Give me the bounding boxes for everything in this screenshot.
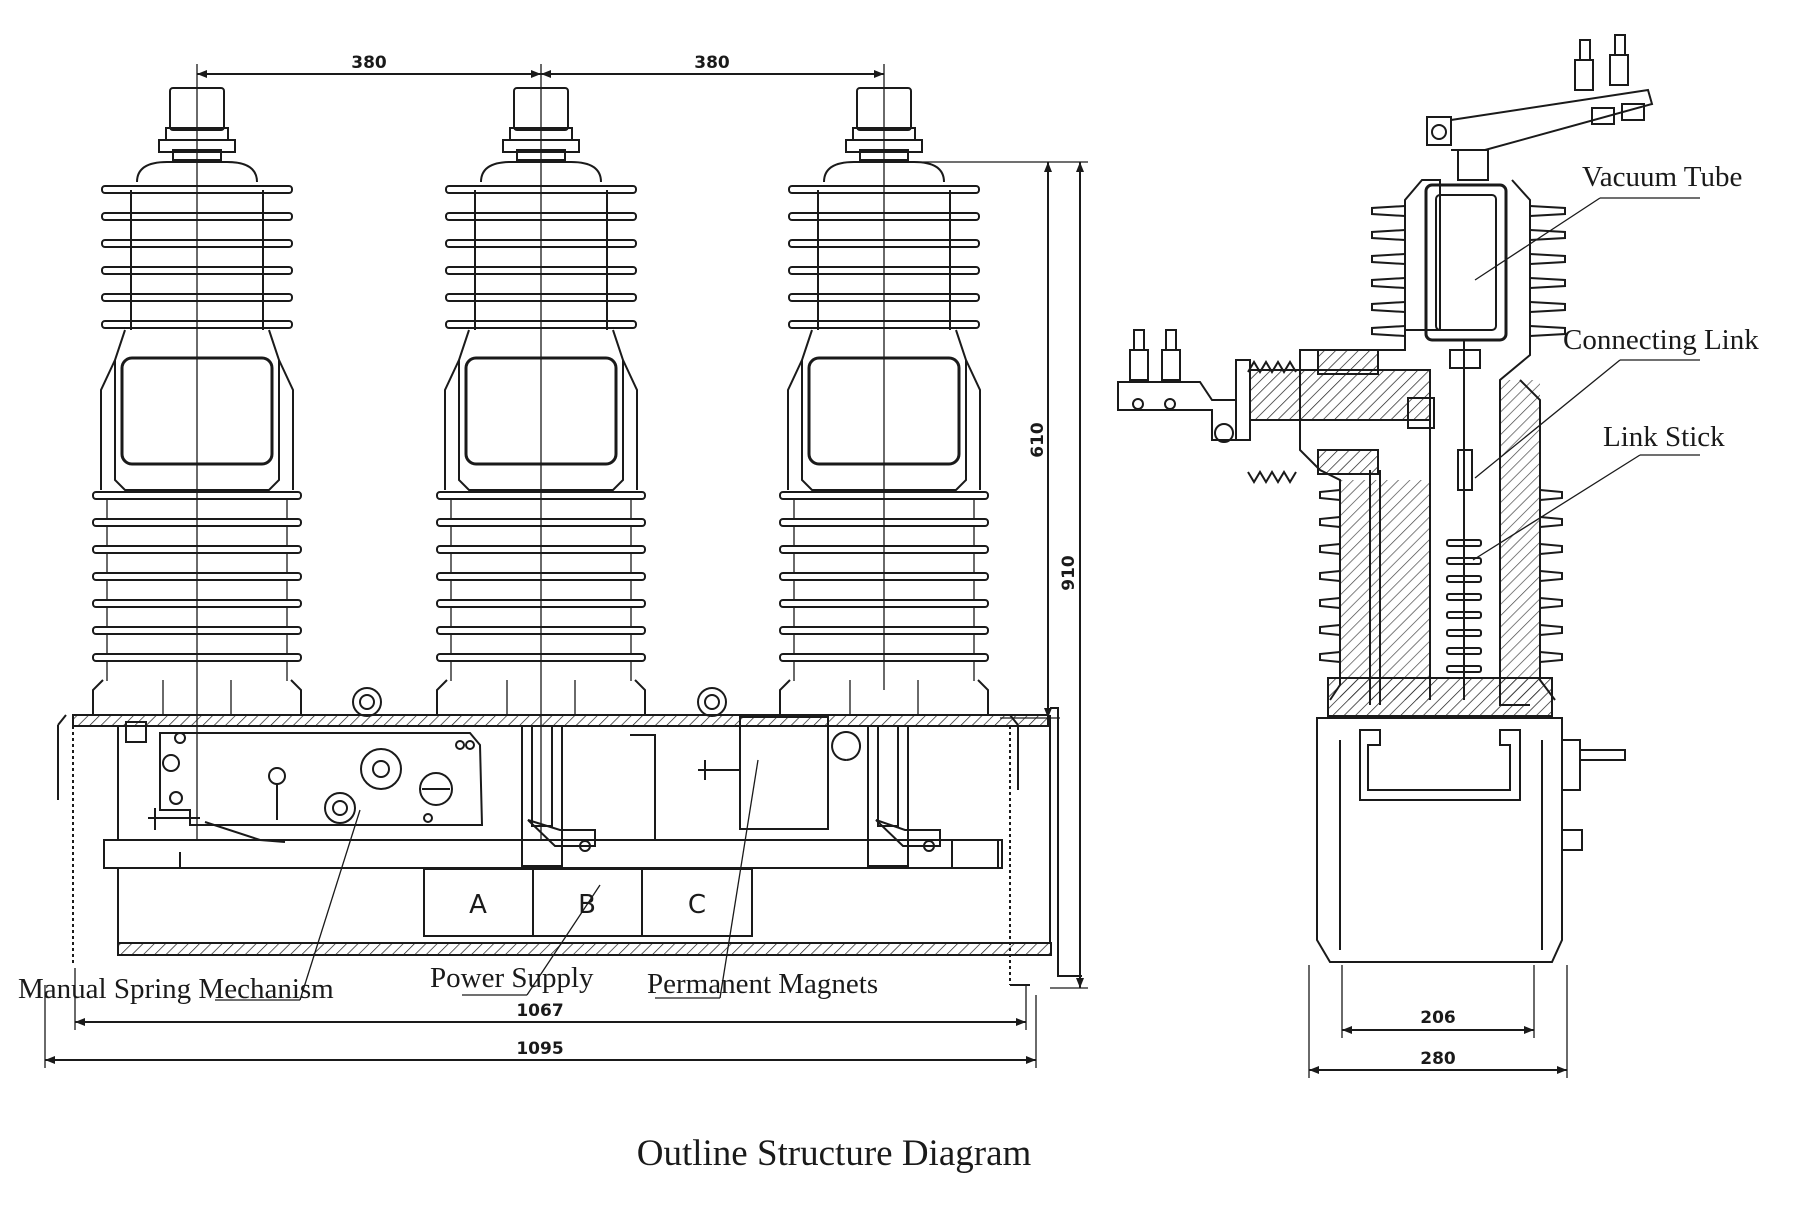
dim-pitch-left: 380 [351, 53, 387, 73]
shed-left [1371, 277, 1406, 289]
pole-links [521, 716, 1000, 867]
callout-link-stick: Link Stick [1603, 421, 1725, 453]
dim-side-outer: 280 [1420, 1049, 1456, 1069]
shed-left [1319, 543, 1341, 555]
shed-right [1529, 325, 1566, 337]
shed-left [1319, 624, 1341, 636]
shed-right [1539, 489, 1563, 501]
link-stick-ring [1446, 629, 1482, 637]
dim-height-total: 910 [1059, 555, 1079, 591]
link-stick-ring [1446, 593, 1482, 601]
shed-left [1319, 597, 1341, 609]
phase-label-a: A [469, 890, 487, 920]
dim-width-inner: 1067 [516, 1001, 563, 1021]
link-stick-ring [1446, 557, 1482, 565]
shed-left [1371, 229, 1406, 241]
front-callouts: Manual Spring Mechanism Power Supply Per… [18, 759, 878, 1005]
phase-label-c: C [688, 890, 706, 920]
callout-power-supply: Power Supply [430, 962, 594, 994]
shed-right [1539, 597, 1563, 609]
callout-vacuum-tube: Vacuum Tube [1582, 161, 1742, 193]
shed-right [1539, 516, 1563, 528]
shed-left [1319, 516, 1341, 528]
shed-left [1319, 489, 1341, 501]
dim-height-upper: 610 [1028, 422, 1048, 458]
side-view-sheds [1319, 205, 1566, 673]
shed-left [1371, 253, 1406, 265]
shed-left [1371, 205, 1406, 217]
dimension-pitch: 380 380 [196, 53, 885, 860]
link-stick-ring [1446, 665, 1482, 673]
shed-left [1371, 325, 1406, 337]
dim-side-inner: 206 [1420, 1008, 1456, 1028]
side-dimension-width: 206 280 [1308, 965, 1568, 1078]
shed-right [1539, 651, 1563, 663]
shed-right [1539, 624, 1563, 636]
link-stick-ring [1446, 575, 1482, 583]
shed-right [1529, 253, 1566, 265]
shed-left [1319, 651, 1341, 663]
shed-left [1371, 301, 1406, 313]
shed-right [1539, 543, 1563, 555]
dim-pitch-right: 380 [694, 53, 730, 73]
manual-spring-mechanism [125, 721, 484, 869]
shed-right [1529, 277, 1566, 289]
side-callouts: Vacuum Tube Connecting Link Link Stick [1472, 161, 1759, 561]
shed-right [1539, 570, 1563, 582]
shed-right [1529, 205, 1566, 217]
dim-width-outer: 1095 [516, 1039, 563, 1059]
callout-permanent-magnets: Permanent Magnets [647, 968, 878, 1000]
shed-right [1529, 229, 1566, 241]
link-stick-ring [1446, 611, 1482, 619]
link-stick-ring [1446, 539, 1482, 547]
figure-title: Outline Structure Diagram [637, 1133, 1032, 1174]
shed-right [1529, 301, 1566, 313]
dimension-width: 1067 1095 [44, 968, 1037, 1068]
shed-left [1319, 570, 1341, 582]
callout-connecting-link: Connecting Link [1563, 324, 1759, 356]
link-stick-ring [1446, 647, 1482, 655]
callout-manual-spring-mechanism: Manual Spring Mechanism [18, 973, 334, 1005]
lifting-eyes [352, 687, 727, 717]
side-view [1117, 34, 1654, 963]
